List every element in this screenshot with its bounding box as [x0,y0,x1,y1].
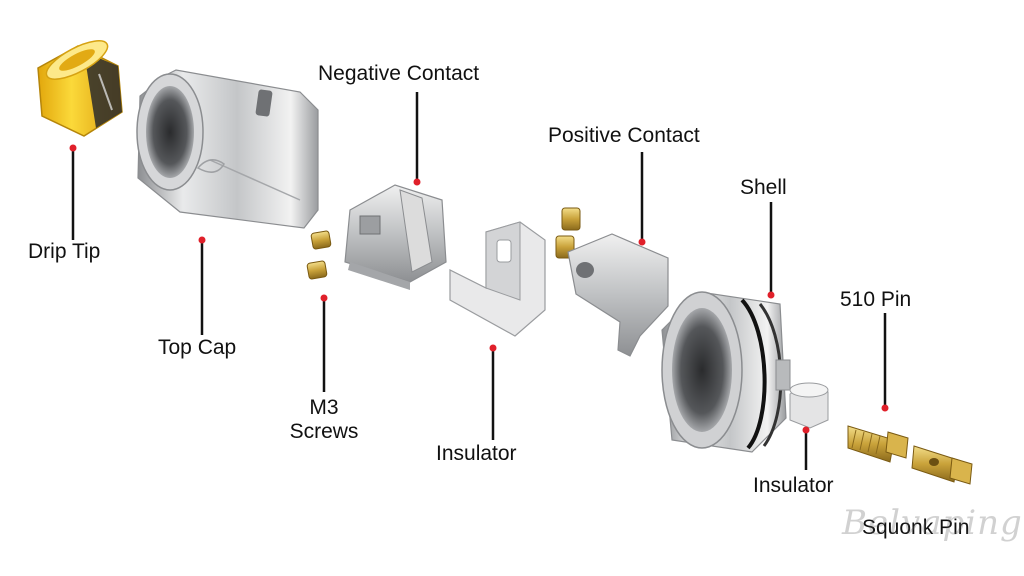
watermark: Belvaping.com [842,503,1024,543]
m3-screws-part [306,230,332,280]
dot-insulator-bottom [802,426,810,434]
label-m3-screws-line2: Screws [289,420,359,444]
label-insulator-center: Insulator [436,442,517,465]
drip-tip-part [37,40,123,137]
positive-contact-part [567,233,669,357]
label-insulator-bottom: Insulator [753,474,834,497]
leader-dots [69,144,889,434]
dot-m3-screws [320,294,328,302]
insulator-center-part [449,221,546,337]
label-shell: Shell [740,176,787,199]
dot-negative-contact [413,178,421,186]
label-510-pin: 510 Pin [840,288,912,311]
leader-lines [71,92,887,470]
label-top-cap: Top Cap [158,336,237,359]
insulator-bottom-part [789,382,829,429]
label-drip-tip: Drip Tip [28,240,101,263]
shell-part [661,291,791,453]
label-squonk-pin: Squonk Pin [862,516,970,539]
dot-510-pin [881,404,889,412]
dot-top-cap [198,236,206,244]
squonk-pin-part [911,445,973,485]
dot-positive-contact [638,238,646,246]
dot-insulator-center [489,344,497,352]
label-m3-screws-line1: M3 [309,396,339,419]
label-negative-contact: Negative Contact [318,62,480,85]
top-cap-part [136,69,319,229]
negative-contact-part [344,184,447,290]
pin-510-part [847,425,909,463]
label-positive-contact: Positive Contact [548,124,700,147]
dot-drip-tip [69,144,77,152]
label-m3-screws: M3 Screws [272,396,376,444]
dot-shell [767,291,775,299]
